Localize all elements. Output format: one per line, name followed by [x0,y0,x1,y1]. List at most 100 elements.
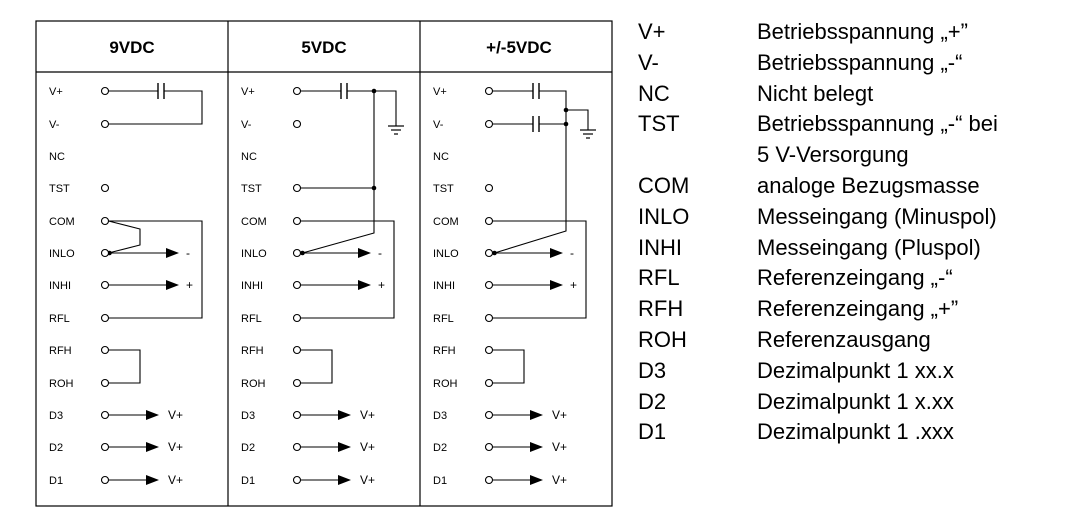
pin-label-9vdc: ROH [49,378,74,390]
pin-label-9vdc: COM [49,216,75,228]
pin-label-9vdc: V+ [49,86,63,98]
arrow-icon [338,410,351,420]
vplus-label: V+ [168,440,183,454]
legend-pin: V- [638,49,659,75]
pin-label-pm5vdc: RFL [433,313,454,325]
pin-label-pm5vdc: D1 [433,475,447,487]
legend-pin: ROH [638,327,687,352]
legend-description: Dezimalpunkt 1 .xxx [757,419,954,445]
pin-label-pm5vdc: COM [433,216,459,228]
terminal-circle [100,345,110,355]
legend-pin: TST [638,111,680,137]
vplus-label: V+ [552,408,567,422]
rfh-roh-link [492,349,525,384]
terminal-circle [292,475,302,485]
pin-label-5vdc: INLO [241,248,267,260]
arrow-icon [530,442,543,452]
pin-label-pm5vdc: D2 [433,442,447,454]
terminal-circle [100,183,110,193]
legend-pin: COM [638,173,690,198]
pin-label-5vdc: V+ [241,86,255,98]
arrow-icon [338,442,351,452]
column-header-9vdc: 9VDC [109,38,154,57]
vplus-label: V+ [552,440,567,454]
pin-label-5vdc: RFL [241,313,262,325]
pin-label-5vdc: D2 [241,442,255,454]
legend-pin: D2 [638,388,667,414]
terminal-circle [292,119,302,129]
pin-label-5vdc: INHI [241,280,263,292]
legend-description: Betriebsspannung „-“ [757,49,963,75]
arrow-icon [166,280,179,290]
pin-label-9vdc: V- [49,119,60,131]
arrow-icon [530,475,543,485]
inlo-link [302,188,375,254]
terminal-circle [292,345,302,355]
vplus-label: V+ [552,473,567,487]
terminal-circle [100,378,110,388]
pin-label-pm5vdc: INLO [433,248,459,260]
pin-label-pm5vdc: RFH [433,345,456,357]
pin-label-pm5vdc: D3 [433,410,447,422]
pin-label-5vdc: V- [241,119,252,131]
pin-label-5vdc: D1 [241,475,255,487]
minus-sign: - [186,246,190,260]
legend-pin: D1 [638,419,667,445]
legend-description: Messeingang (Pluspol) [757,234,981,260]
legend-description: Messeingang (Minuspol) [757,203,997,229]
pin-label-5vdc: NC [241,151,257,163]
terminal-circle [100,119,110,129]
pin-label-9vdc: D3 [49,410,63,422]
terminal-circle [100,280,110,290]
junction-dot [563,107,569,113]
legend-pin: INLO [638,203,690,229]
column-header-pm5vdc: +/-5VDC [486,38,552,57]
legend-pin: RFL [638,265,680,291]
arrow-icon [146,410,159,420]
terminal-circle [484,248,494,258]
vplus-label: V+ [360,408,375,422]
plus-sign: + [186,278,193,292]
pin-label-pm5vdc: INHI [433,280,455,292]
legend-description: Nicht belegt [757,80,874,106]
pin-label-9vdc: RFL [49,313,70,325]
terminal-circle [292,216,302,226]
legend-description: Referenzeingang „-“ [757,265,953,291]
arrow-icon [146,475,159,485]
pin-label-9vdc: D2 [49,442,63,454]
legend-description: Referenzeingang „+” [757,296,959,322]
terminal-circle [100,313,110,323]
terminal-circle [100,86,110,96]
terminal-circle [292,86,302,96]
pin-label-pm5vdc: ROH [433,378,458,390]
vplus-label: V+ [360,440,375,454]
terminal-circle [292,442,302,452]
junction-dot [300,250,305,256]
pin-label-5vdc: ROH [241,378,266,390]
legend-description: Referenzausgang [757,327,931,352]
arrow-icon [338,475,351,485]
pin-label-5vdc: COM [241,216,267,228]
terminal-circle [100,248,110,258]
pin-label-9vdc: TST [49,183,70,195]
legend-pin: D3 [638,357,667,383]
terminal-circle [484,410,494,420]
terminal-circle [100,475,110,485]
legend-description: Betriebsspannung „+” [757,19,968,44]
terminal-circle [292,378,302,388]
legend-pin: V+ [638,19,666,44]
pin-label-pm5vdc: NC [433,151,449,163]
pin-label-pm5vdc: TST [433,183,454,195]
arrow-icon [550,280,563,290]
pin-label-9vdc: INLO [49,248,75,260]
arrow-icon [358,280,371,290]
terminal-circle [100,216,110,226]
legend-pin: INHI [638,234,682,260]
supply-wire [539,90,567,125]
pin-label-5vdc: RFH [241,345,264,357]
com-rfl-link [492,220,587,319]
pin-label-5vdc: TST [241,183,262,195]
junction-dot [492,250,497,256]
inlo-link [494,124,567,254]
pin-label-9vdc: INHI [49,280,71,292]
